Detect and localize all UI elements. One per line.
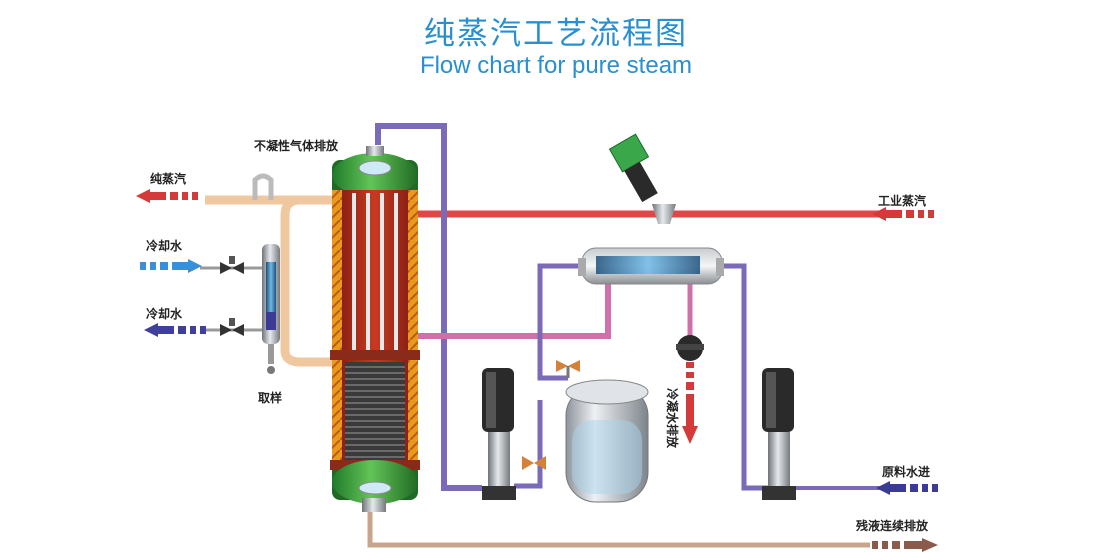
cooling-water-out-arrow	[144, 323, 206, 337]
label-non-condensable: 不凝性气体排放	[254, 138, 339, 153]
label-condensate-drain: 冷凝水排放	[665, 388, 680, 449]
top-return-pipe	[375, 123, 482, 491]
pure-steam-arrow	[136, 189, 198, 203]
label-feed-water-in: 原料水进	[882, 464, 930, 479]
label-cooling-water-in: 冷却水	[146, 238, 183, 253]
feed-pump-left	[482, 368, 516, 500]
label-cooling-water-out: 冷却水	[146, 306, 183, 321]
label-sampling: 取样	[258, 390, 282, 405]
sampling-cooler	[262, 244, 280, 374]
title-chinese: 纯蒸汽工艺流程图	[424, 16, 688, 52]
pure-steam-pipe	[280, 195, 338, 367]
residual-drain-arrow	[872, 538, 938, 552]
label-pure-steam: 纯蒸汽	[150, 171, 186, 186]
cooling-water-in-arrow	[140, 259, 202, 273]
residual-drain-pipe	[367, 505, 870, 548]
distillation-column	[330, 146, 420, 512]
steam-control-valve	[608, 133, 676, 224]
title-english: Flow chart for pure steam	[419, 52, 693, 79]
tank-vent-valve	[556, 360, 580, 378]
condenser	[578, 247, 724, 285]
tank-side-valve	[522, 456, 546, 470]
cooling-out-valve	[200, 318, 262, 336]
feed-water-arrow	[876, 481, 938, 495]
condensate-drain-arrow	[682, 362, 698, 444]
industrial-steam-arrow	[872, 207, 934, 221]
label-industrial-steam: 工业蒸汽	[878, 193, 926, 208]
storage-tank	[565, 379, 649, 503]
feed-pump-right	[762, 368, 796, 500]
label-residual-drain: 残液连续排放	[856, 518, 929, 533]
steam-trap	[676, 335, 704, 361]
cooling-in-valve	[200, 256, 262, 274]
